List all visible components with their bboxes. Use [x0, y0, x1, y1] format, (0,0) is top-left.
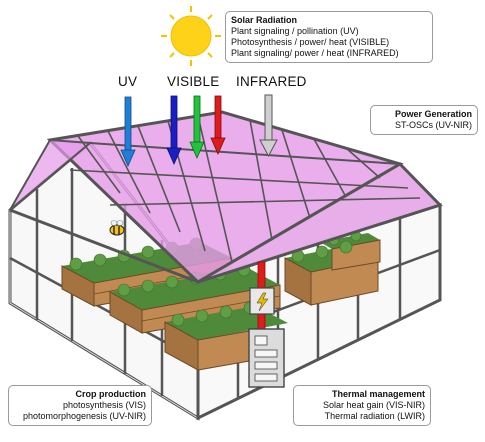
visible-green-arrow [189, 95, 205, 159]
bee-icon [109, 220, 125, 236]
crop-production-box: Crop production photosynthesis (VIS) pho… [8, 385, 152, 426]
infrared-label: INFRARED [236, 74, 307, 89]
power-generation-line: ST-OSCs (UV-NIR) [394, 120, 472, 130]
radiation-arrows [120, 94, 278, 167]
solar-radiation-box: Solar Radiation Plant signaling / pollin… [225, 11, 433, 63]
thermal-management-title: Thermal management [331, 389, 425, 399]
power-system [248, 261, 285, 388]
crop-production-line-vis: photosynthesis (VIS) [62, 400, 146, 410]
uv-label: UV [118, 74, 138, 89]
visible-red-arrow [210, 95, 226, 155]
crop-production-title: Crop production [75, 389, 147, 399]
electrical-cabinet [248, 328, 285, 388]
power-generation-box: Power Generation ST-OSCs (UV-NIR) [370, 105, 478, 135]
power-cable [257, 261, 266, 291]
solar-radiation-title: Solar Radiation [231, 15, 298, 25]
thermal-management-box: Thermal management Solar heat gain (VIS-… [293, 385, 431, 426]
power-generation-title: Power Generation [394, 109, 472, 119]
inverter-box [249, 287, 275, 315]
infrared-arrow [259, 94, 278, 158]
visible-blue-arrow [166, 95, 182, 165]
solar-radiation-line-visible: Photosynthesis / power/ heat (VISIBLE) [231, 37, 390, 47]
crop-production-line-uvnir: photomorphogenesis (UV-NIR) [22, 411, 146, 421]
uv-arrow [120, 96, 136, 167]
thermal-management-line-radiation: Thermal radiation (LWIR) [324, 411, 425, 421]
sun-icon [161, 6, 221, 66]
greenhouse-roof [9, 110, 443, 284]
thermal-management-line-gain: Solar heat gain (VIS-NIR) [322, 400, 425, 410]
solar-radiation-line-uv: Plant signaling / pollination (UV) [231, 26, 359, 36]
solar-radiation-line-infrared: Plant signaling/ power / heat (INFRARED) [231, 48, 399, 58]
visible-label: VISIBLE [167, 74, 220, 89]
